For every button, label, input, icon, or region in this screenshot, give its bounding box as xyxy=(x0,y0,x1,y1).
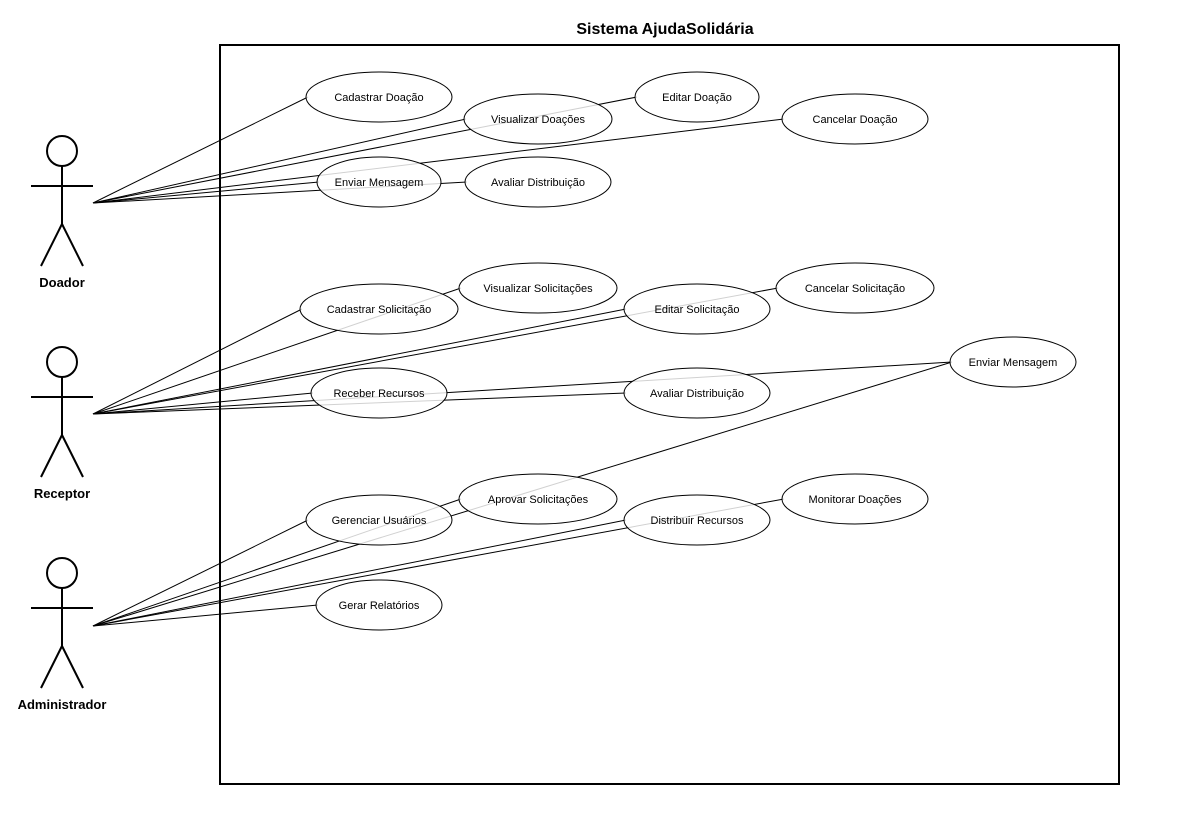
use-case-ellipse xyxy=(623,367,771,419)
use-case-ellipse xyxy=(305,494,453,546)
use-case-gerenciar-usuarios: Gerenciar Usuários xyxy=(305,494,453,546)
use-case-label: Cadastrar Doação xyxy=(334,92,423,104)
use-case-label: Editar Doação xyxy=(662,92,732,104)
use-case-ellipse xyxy=(316,156,442,208)
use-case-label: Visualizar Doações xyxy=(491,114,585,126)
use-case-label: Editar Solicitação xyxy=(655,304,740,316)
use-case-label: Cancelar Doação xyxy=(813,114,898,126)
use-case-label: Receber Recursos xyxy=(333,388,425,400)
system-boundary xyxy=(219,44,1120,785)
association-administrador-uc18 xyxy=(92,604,319,627)
use-case-avaliar-distribuicao: Avaliar Distribuição xyxy=(623,367,771,419)
use-case-ellipse xyxy=(458,473,618,525)
use-case-ellipse xyxy=(775,262,935,314)
use-case-editar-solicitacao: Editar Solicitação xyxy=(623,283,771,335)
stick-figure-icon xyxy=(31,346,93,478)
use-case-ellipse xyxy=(634,71,760,123)
actor-label: Administrador xyxy=(18,697,107,712)
use-case-ellipse xyxy=(623,283,771,335)
actor-label: Doador xyxy=(39,275,85,290)
actor-administrador: Administrador xyxy=(18,557,107,712)
use-case-cancelar-doacao: Cancelar Doação xyxy=(781,93,929,145)
actor-receptor: Receptor xyxy=(31,346,93,501)
association-doador-uc2 xyxy=(92,118,467,204)
use-case-label: Avaliar Distribuição xyxy=(650,388,744,400)
actor-doador: Doador xyxy=(31,135,93,290)
use-case-enviar-mensagem: Enviar Mensagem xyxy=(316,156,442,208)
use-case-label: Distribuir Recursos xyxy=(651,515,744,527)
association-receptor-uc12 xyxy=(92,392,314,415)
association-doador-uc1 xyxy=(92,96,309,204)
use-case-monitorar-doacoes: Monitorar Doações xyxy=(781,473,929,525)
use-case-ellipse xyxy=(623,494,771,546)
use-case-receber-recursos: Receber Recursos xyxy=(310,367,448,419)
association-administrador-uc16 xyxy=(92,519,627,627)
use-case-label: Aprovar Solicitações xyxy=(488,494,589,506)
association-administrador-uc14 xyxy=(92,519,309,627)
use-case-ellipse xyxy=(299,283,459,335)
use-case-label: Enviar Mensagem xyxy=(969,357,1058,369)
use-case-cancelar-solicitacao: Cancelar Solicitação xyxy=(775,262,935,314)
use-case-label: Visualizar Solicitações xyxy=(483,283,593,295)
use-case-gerar-relatorios: Gerar Relatórios xyxy=(315,579,443,631)
use-case-label: Enviar Mensagem xyxy=(335,177,424,189)
use-case-ellipse xyxy=(305,71,453,123)
use-case-label: Cadastrar Solicitação xyxy=(327,304,432,316)
use-case-label: Gerenciar Usuários xyxy=(332,515,427,527)
use-case-ellipse xyxy=(781,93,929,145)
use-case-visualizar-solicitacoes: Visualizar Solicitações xyxy=(458,262,618,314)
use-case-ellipse xyxy=(463,93,613,145)
use-case-ellipse xyxy=(315,579,443,631)
use-case-ellipse xyxy=(949,336,1077,388)
stick-figure-icon xyxy=(31,135,93,267)
use-case-visualizar-doacoes: Visualizar Doações xyxy=(463,93,613,145)
use-case-avaliar-distribuicao: Avaliar Distribuição xyxy=(464,156,612,208)
association-doador-uc5 xyxy=(92,181,320,204)
use-case-label: Cancelar Solicitação xyxy=(805,283,905,295)
association-doador-uc4 xyxy=(92,118,785,204)
use-case-enviar-mensagem: Enviar Mensagem xyxy=(949,336,1077,388)
use-case-ellipse xyxy=(458,262,618,314)
association-receptor-uc9 xyxy=(92,308,627,415)
use-case-aprovar-solicitacoes: Aprovar Solicitações xyxy=(458,473,618,525)
use-case-ellipse xyxy=(781,473,929,525)
use-case-label: Gerar Relatórios xyxy=(339,600,420,612)
stick-figure-icon xyxy=(31,557,93,689)
system-title: Sistema AjudaSolidária xyxy=(576,21,753,38)
association-receptor-uc11 xyxy=(92,361,953,415)
use-case-editar-doacao: Editar Doação xyxy=(634,71,760,123)
actor-label: Receptor xyxy=(34,486,90,501)
use-case-ellipse xyxy=(310,367,448,419)
use-case-cadastrar-doacao: Cadastrar Doação xyxy=(305,71,453,123)
use-case-cadastrar-solicitacao: Cadastrar Solicitação xyxy=(299,283,459,335)
association-receptor-uc7 xyxy=(92,308,303,415)
use-case-label: Monitorar Doações xyxy=(809,494,902,506)
use-case-label: Avaliar Distribuição xyxy=(491,177,585,189)
use-case-distribuir-recursos: Distribuir Recursos xyxy=(623,494,771,546)
use-case-ellipse xyxy=(464,156,612,208)
